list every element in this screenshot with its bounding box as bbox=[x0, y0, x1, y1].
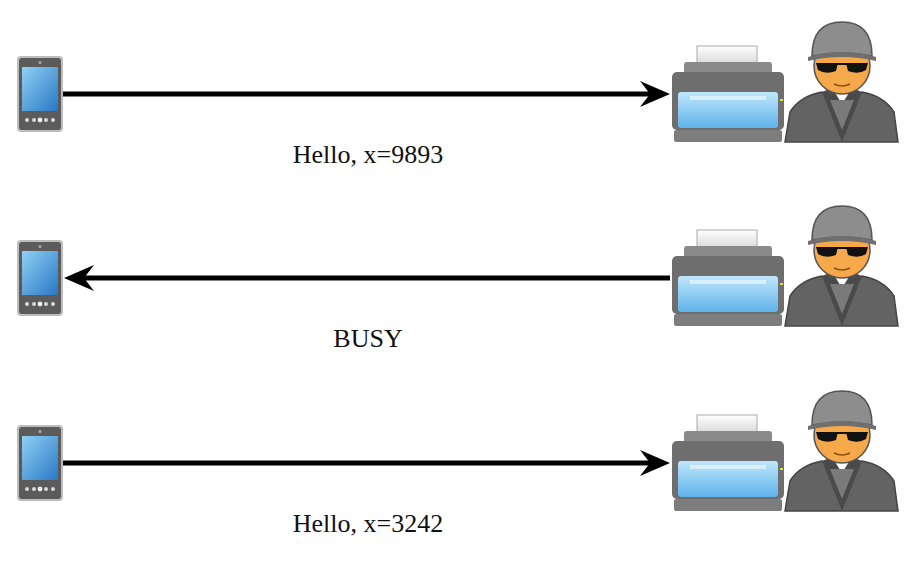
message-arrow bbox=[63, 81, 670, 107]
phone-icon bbox=[17, 240, 63, 316]
printer-icon bbox=[672, 230, 784, 326]
spy-figure bbox=[785, 391, 898, 511]
message-label: BUSY bbox=[329, 325, 406, 354]
printer-icon bbox=[672, 46, 784, 142]
message-label: Hello, x=9893 bbox=[289, 141, 447, 170]
message-label: Hello, x=3242 bbox=[289, 510, 447, 539]
message-arrow bbox=[64, 265, 670, 291]
phone-icon bbox=[17, 56, 63, 132]
printer-icon bbox=[672, 415, 784, 511]
spy-figure bbox=[785, 22, 898, 142]
phone-icon bbox=[17, 425, 63, 501]
message-arrow bbox=[63, 450, 670, 476]
spy-figure bbox=[785, 206, 898, 326]
